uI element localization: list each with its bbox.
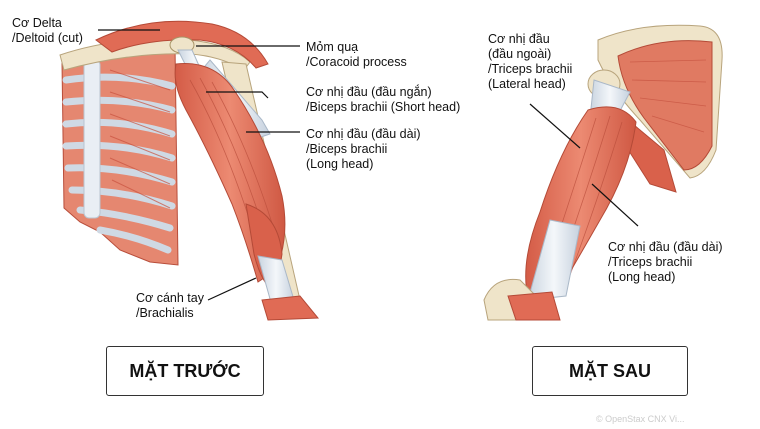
label-biceps-short: Cơ nhị đầu (đầu ngắn) /Biceps brachii (S… bbox=[306, 85, 460, 115]
label-brachialis-en: /Brachialis bbox=[136, 306, 194, 320]
triceps-distal-tendon bbox=[527, 219, 581, 301]
deltoid bbox=[95, 20, 269, 69]
label-brachialis-vi: Cơ cánh tay bbox=[136, 291, 204, 305]
label-deltoid-vi: Cơ Delta bbox=[12, 16, 62, 30]
label-triceps-lateral-vi: Cơ nhị đầu bbox=[488, 32, 550, 46]
anterior-view bbox=[59, 20, 320, 321]
label-biceps-long-head: (Long head) bbox=[306, 157, 374, 171]
leader-brachialis bbox=[207, 277, 257, 301]
label-biceps-long: Cơ nhị đầu (đầu dài) /Biceps brachii (Lo… bbox=[306, 127, 421, 172]
leader-triceps-long bbox=[591, 183, 639, 227]
leader-lines bbox=[98, 29, 639, 301]
label-triceps-long-vi: Cơ nhị đầu (đầu dài) bbox=[608, 240, 723, 254]
front-view-button[interactable]: MẶT TRƯỚC bbox=[106, 346, 264, 396]
label-deltoid-en: /Deltoid (cut) bbox=[12, 31, 83, 45]
label-biceps-short-en: /Biceps brachii (Short head) bbox=[306, 100, 461, 114]
label-triceps-lateral: Cơ nhị đầu (đầu ngoài) /Triceps brachii … bbox=[488, 32, 572, 92]
leader-triceps-lateral bbox=[529, 103, 581, 149]
label-biceps-long-en: /Biceps brachii bbox=[306, 142, 388, 156]
label-coracoid: Mỏm quạ /Coracoid process bbox=[306, 40, 407, 70]
leader-biceps-short bbox=[206, 91, 269, 99]
sternum bbox=[83, 59, 101, 219]
label-deltoid: Cơ Delta /Deltoid (cut) bbox=[12, 16, 83, 46]
watermark: © OpenStax CNX Vi... bbox=[596, 414, 685, 424]
label-triceps-lateral-head: (Lateral head) bbox=[488, 77, 566, 91]
label-triceps-long-en: /Triceps brachii bbox=[608, 255, 693, 269]
ribs bbox=[62, 73, 176, 254]
label-triceps-lateral-en: /Triceps brachii bbox=[488, 62, 573, 76]
label-brachialis: Cơ cánh tay /Brachialis bbox=[136, 291, 204, 321]
label-triceps-lateral-vi2: (đầu ngoài) bbox=[488, 47, 552, 61]
back-view-button[interactable]: MẶT SAU bbox=[532, 346, 688, 396]
label-coracoid-vi: Mỏm quạ bbox=[306, 40, 359, 54]
label-triceps-long: Cơ nhị đầu (đầu dài) /Triceps brachii (L… bbox=[608, 240, 723, 285]
label-biceps-short-vi: Cơ nhị đầu (đầu ngắn) bbox=[306, 85, 432, 99]
posterior-view bbox=[483, 24, 723, 321]
label-triceps-long-head: (Long head) bbox=[608, 270, 676, 284]
infraspinatus bbox=[617, 40, 713, 171]
label-biceps-long-vi: Cơ nhị đầu (đầu dài) bbox=[306, 127, 421, 141]
label-coracoid-en: /Coracoid process bbox=[306, 55, 407, 69]
